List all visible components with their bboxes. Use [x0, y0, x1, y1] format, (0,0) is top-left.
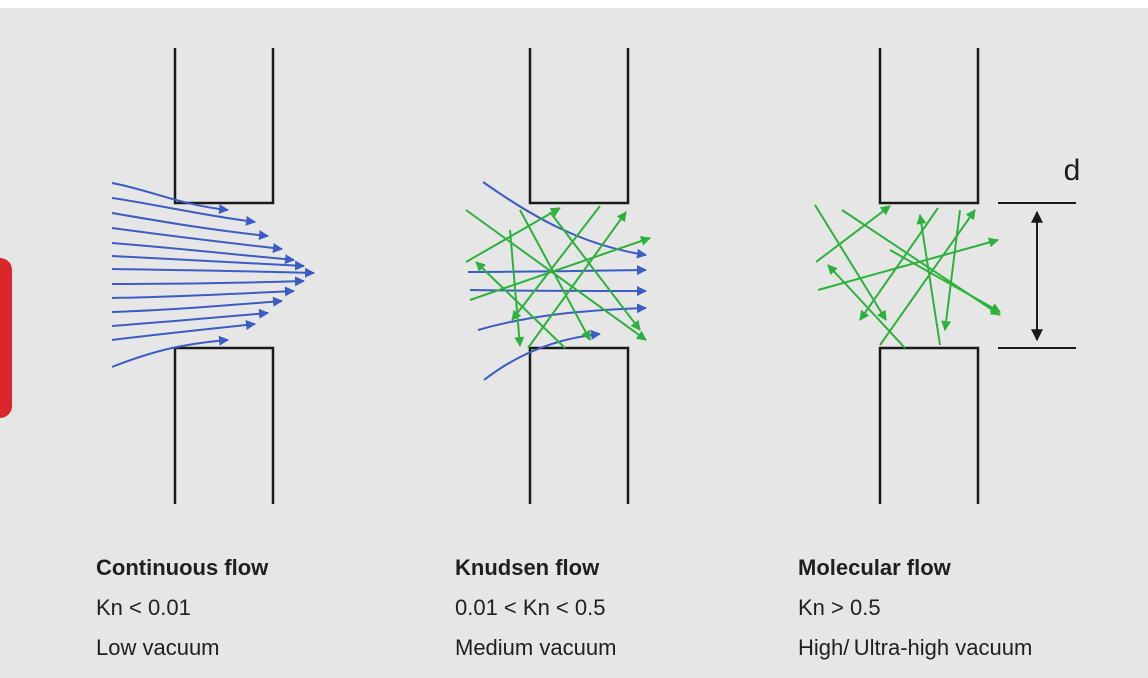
caption-vacuum-level: Medium vacuum — [455, 635, 617, 660]
top-strip — [0, 0, 1148, 8]
molecular-flow-panel: d — [814, 48, 1081, 504]
caption-knudsen-range: Kn < 0.01 — [96, 595, 191, 620]
side-tab — [0, 258, 12, 418]
knudsen-flow-caption: Knudsen flow 0.01 < Kn < 0.5 Medium vacu… — [455, 548, 616, 668]
continuous-flow-panel — [111, 48, 315, 504]
caption-title: Molecular flow — [798, 555, 951, 580]
caption-knudsen-range: 0.01 < Kn < 0.5 — [455, 595, 606, 620]
channel-walls — [173, 48, 275, 504]
continuum-streamlines — [111, 182, 315, 368]
caption-vacuum-level: High/ Ultra-high vacuum — [798, 635, 1033, 660]
caption-title: Continuous flow — [96, 555, 269, 580]
knudsen-flow-panel — [465, 48, 651, 504]
caption-title: Knudsen flow — [455, 555, 600, 580]
channel-walls — [528, 48, 630, 504]
diameter-dimension: d — [998, 154, 1081, 349]
diameter-label: d — [1064, 154, 1081, 187]
caption-knudsen-range: Kn > 0.5 — [798, 595, 881, 620]
knudsen-green-molecule-paths — [465, 205, 651, 349]
molecular-green-molecule-paths — [814, 204, 1001, 349]
molecular-flow-caption: Molecular flow Kn > 0.5 High/ Ultra-high… — [798, 548, 1032, 668]
caption-vacuum-level: Low vacuum — [96, 635, 220, 660]
channel-walls — [878, 48, 980, 504]
continuous-flow-caption: Continuous flow Kn < 0.01 Low vacuum — [96, 548, 268, 668]
